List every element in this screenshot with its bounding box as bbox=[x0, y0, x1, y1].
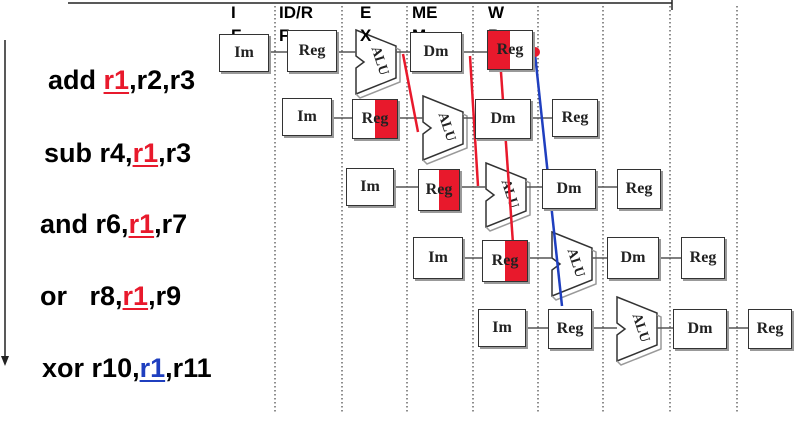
instruction-pre: r4, bbox=[92, 138, 133, 168]
reg-read-highlight bbox=[505, 241, 527, 281]
reg-label: Reg bbox=[556, 320, 584, 337]
stage-label-ex-2: X bbox=[360, 26, 372, 45]
hazard-line-wb-to-or bbox=[498, 57, 516, 259]
dmem-box-row3: Dm bbox=[542, 169, 596, 209]
instruction-r1: r1 bbox=[103, 65, 130, 95]
stage-label-if-1: I bbox=[231, 3, 236, 22]
instruction-op: or bbox=[40, 281, 68, 311]
imem-label: Im bbox=[297, 108, 317, 125]
instruction-post: ,r9 bbox=[148, 281, 182, 311]
imem-label: Im bbox=[360, 178, 380, 195]
instruction-r1: r1 bbox=[132, 138, 159, 168]
reg-label: Reg bbox=[496, 41, 524, 58]
alu-shadow-row2 bbox=[422, 113, 468, 165]
imem-box-row2: Im bbox=[282, 98, 332, 136]
instruction-and: and r6,r1,r7 bbox=[10, 184, 187, 265]
reg-read-highlight bbox=[375, 100, 397, 138]
stage-label-wb-1: W bbox=[488, 3, 505, 22]
instruction-pre bbox=[96, 65, 104, 95]
alu-shadow-row5 bbox=[616, 314, 662, 366]
alu-shadow-row4 bbox=[551, 249, 597, 301]
reg-label: Reg bbox=[756, 320, 784, 337]
stage-label-ex-1: E bbox=[360, 3, 372, 22]
instruction-or: or r8,r1,r9 bbox=[10, 256, 181, 337]
dmem-label: Dm bbox=[556, 180, 582, 197]
stage-label-mem-1: ME bbox=[412, 3, 438, 22]
reg-read-box-row3: Reg bbox=[418, 169, 460, 211]
dmem-box-row1: Dm bbox=[410, 32, 462, 72]
reg-label: Reg bbox=[689, 249, 717, 266]
hazard-line-mem-to-and bbox=[468, 55, 480, 187]
time-axis-arrowhead bbox=[1, 356, 9, 366]
instruction-r1: r1 bbox=[139, 353, 166, 383]
reg-write-box-row1: Reg bbox=[487, 30, 533, 70]
reg-write-box-row5: Reg bbox=[748, 309, 792, 349]
reg-read-box-row5: Reg bbox=[548, 309, 592, 349]
instruction-r1: r1 bbox=[128, 209, 155, 239]
alu-shadow-row3 bbox=[485, 180, 531, 232]
reg-label: Reg bbox=[425, 181, 453, 198]
alu-shape-row4 bbox=[551, 230, 593, 298]
reg-read-box-row2: Reg bbox=[352, 99, 398, 139]
imem-label: Im bbox=[428, 249, 448, 266]
dmem-label: Dm bbox=[490, 110, 516, 127]
instruction-op: add bbox=[48, 65, 97, 95]
dmem-box-row5: Dm bbox=[673, 309, 727, 349]
stage-label-id-2: F bbox=[279, 26, 290, 45]
imem-box-row1: Im bbox=[219, 34, 269, 72]
instruction-post: ,r2,r3 bbox=[129, 65, 196, 95]
instruction-xor: xor r10,r1,r11 bbox=[12, 328, 212, 409]
imem-box-row5: Im bbox=[478, 309, 526, 347]
alu-shape-row3 bbox=[485, 161, 527, 229]
reg-write-box-row2: Reg bbox=[552, 99, 598, 137]
reg-write-box-row3: Reg bbox=[617, 169, 661, 209]
alu-shape-row5 bbox=[616, 295, 658, 363]
reg-read-box-row1: Reg bbox=[287, 30, 337, 72]
reg-label: Reg bbox=[561, 109, 589, 126]
reg-label: Reg bbox=[361, 110, 389, 127]
instruction-pre: r6, bbox=[88, 209, 129, 239]
imem-box-row4: Im bbox=[413, 237, 463, 279]
reg-write-box-row4: Reg bbox=[681, 237, 725, 279]
instruction-pre: r10, bbox=[84, 353, 140, 383]
instruction-post: ,r11 bbox=[165, 353, 212, 383]
imem-box-row3: Im bbox=[346, 168, 394, 206]
reg-write-highlight bbox=[488, 31, 510, 69]
reg-read-box-row4: Reg bbox=[482, 240, 528, 282]
dmem-box-row2: Dm bbox=[475, 99, 531, 139]
reg-label: Reg bbox=[491, 252, 519, 269]
dmem-label: Dm bbox=[620, 249, 646, 266]
instruction-op: and bbox=[40, 209, 89, 239]
reg-read-highlight bbox=[439, 170, 459, 210]
imem-label: Im bbox=[492, 319, 512, 336]
instruction-post: ,r3 bbox=[158, 138, 192, 168]
alu-shadow-row1 bbox=[355, 47, 401, 99]
reg-label: Reg bbox=[298, 42, 326, 59]
reg-label: Reg bbox=[625, 180, 653, 197]
dmem-label: Dm bbox=[687, 320, 713, 337]
stage-label-id-1: ID/R bbox=[279, 3, 313, 22]
instruction-pre: r8, bbox=[67, 281, 123, 311]
instruction-add: add r1,r2,r3 bbox=[18, 40, 195, 121]
instruction-r1: r1 bbox=[122, 281, 149, 311]
imem-label: Im bbox=[234, 44, 254, 61]
instruction-sub: sub r4,r1,r3 bbox=[14, 113, 191, 194]
instruction-op: xor bbox=[42, 353, 85, 383]
dmem-label: Dm bbox=[423, 43, 449, 60]
instruction-post: ,r7 bbox=[154, 209, 188, 239]
hazard-line-ex-to-sub bbox=[401, 53, 420, 133]
dmem-box-row4: Dm bbox=[607, 237, 659, 279]
instruction-op: sub bbox=[44, 138, 93, 168]
